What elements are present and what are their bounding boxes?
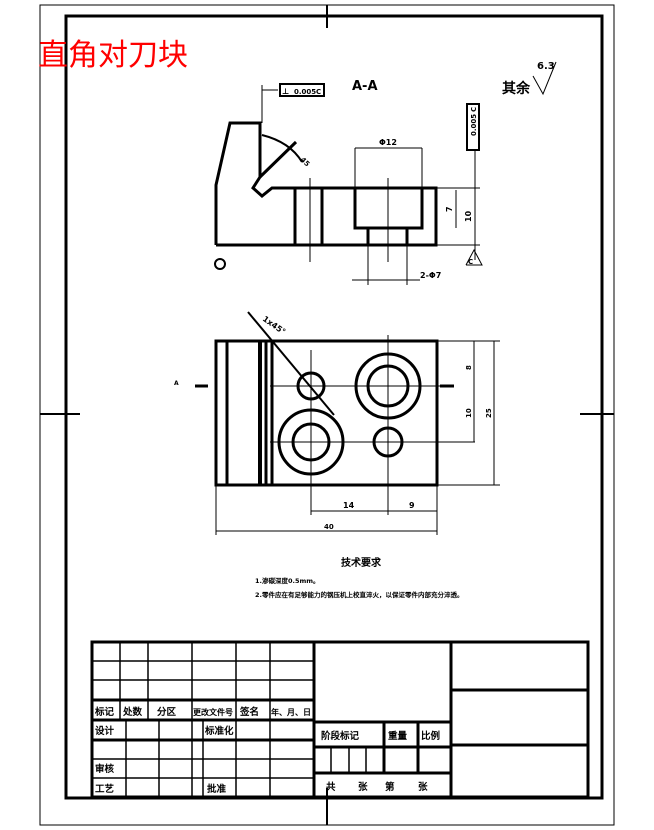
parallel-datum: C xyxy=(470,107,478,112)
tech-heading: 技术要求 xyxy=(341,556,382,569)
roughness-value: 6.3 xyxy=(537,61,555,72)
tb-count: 处数 xyxy=(122,706,143,718)
dim-h9: 9 xyxy=(409,501,415,510)
tech-item-1: 1.渗碳深度0.5mm。 xyxy=(255,576,320,585)
tb-total: 共 xyxy=(326,781,336,793)
dim-h10: 10 xyxy=(464,210,473,222)
section-mark: A xyxy=(174,380,179,387)
tb-nth: 第 xyxy=(385,781,395,793)
tb-mark: 标记 xyxy=(94,706,115,718)
tb-scale: 比例 xyxy=(421,730,440,742)
tb-stage: 阶段标记 xyxy=(321,730,360,742)
tb-zone: 分区 xyxy=(157,706,177,718)
section-label: A-A xyxy=(352,79,378,94)
parallel-value: 0.005 xyxy=(470,114,478,136)
tech-item-2: 2.零件应在有足够能力的钢压机上校直淬火，以保证零件内部充分淬透。 xyxy=(255,590,464,599)
plan-view xyxy=(195,311,454,487)
dim-angle: 45 xyxy=(299,156,312,169)
dim-d12: Φ12 xyxy=(379,138,397,147)
tb-weight: 重量 xyxy=(388,730,408,742)
tb-sheet-1: 张 xyxy=(358,781,368,793)
tb-date: 年、月、日 xyxy=(271,707,311,717)
dim-v8: 8 xyxy=(465,365,473,370)
plan-dimlines xyxy=(215,335,500,535)
section-dimlines xyxy=(261,85,483,285)
tb-sheet-2: 张 xyxy=(418,781,428,793)
tb-sign: 签名 xyxy=(239,706,259,718)
tb-change-doc: 更改文件号 xyxy=(193,707,233,717)
tb-process: 工艺 xyxy=(95,783,115,795)
tb-design: 设计 xyxy=(95,725,115,737)
tb-approve: 批准 xyxy=(207,783,227,795)
section-view xyxy=(214,121,438,270)
dim-h7: 7 xyxy=(445,206,454,212)
dim-v10: 10 xyxy=(465,408,473,418)
dim-w40: 40 xyxy=(324,523,334,531)
parallelism-frame xyxy=(466,103,480,151)
dim-holes: 2-Φ7 xyxy=(420,271,441,280)
title-block xyxy=(90,640,590,799)
dim-h14: 14 xyxy=(343,501,355,510)
dim-v26: 25 xyxy=(485,408,493,418)
drawing-title: 直角对刀块 xyxy=(38,38,188,73)
roughness-label: 其余 xyxy=(502,80,531,97)
perp-datum: C xyxy=(316,88,321,96)
tb-review: 审核 xyxy=(95,763,115,775)
center-marks xyxy=(40,5,614,825)
perp-symbol: ⊥ xyxy=(282,87,289,96)
datum-bottom: C xyxy=(468,258,473,266)
perpendicularity-frame xyxy=(279,83,325,97)
perp-value: 0.005 xyxy=(294,88,316,96)
tb-standard: 标准化 xyxy=(204,725,234,737)
roughness-symbol xyxy=(532,61,557,96)
